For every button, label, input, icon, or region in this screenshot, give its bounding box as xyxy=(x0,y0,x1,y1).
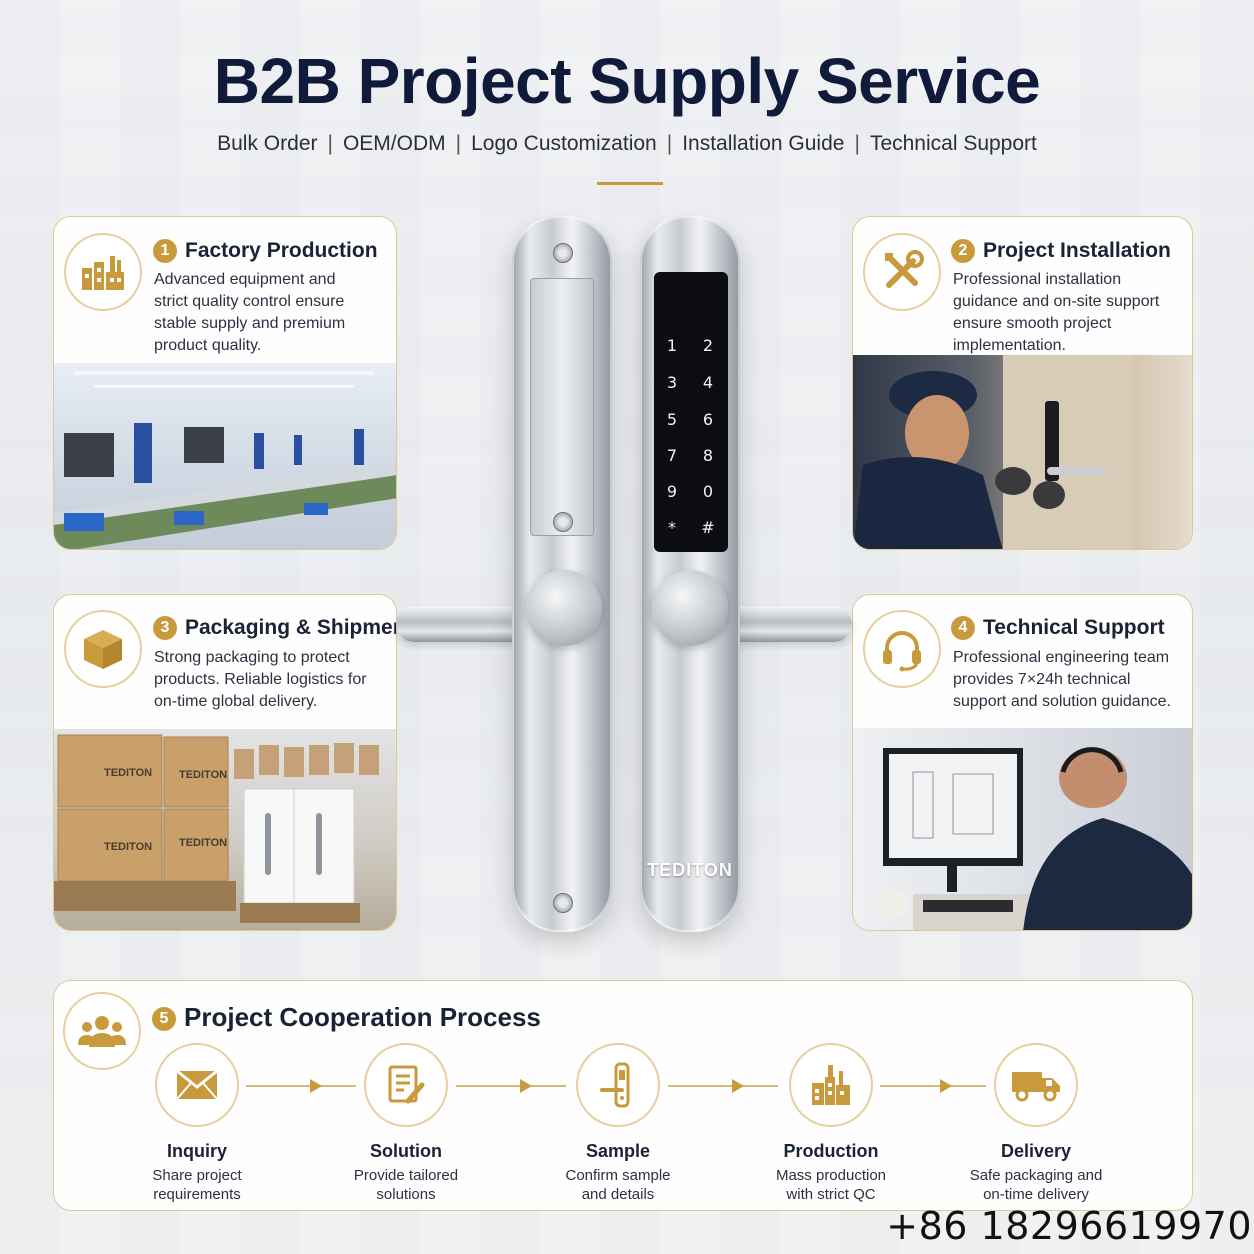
keypad-key: 6 xyxy=(702,410,714,429)
card-desc-installation: Professional installation guidance and o… xyxy=(953,271,1160,354)
service-oem-odm: OEM/ODM xyxy=(342,132,446,155)
card-desc-support: Professional engineering team provides 7… xyxy=(953,649,1171,710)
service-list: Bulk Order|OEM/ODM|Logo Customization|In… xyxy=(217,132,1037,155)
keypad-key: * xyxy=(668,518,676,537)
packaging-photo: TEDITON TEDITON TEDITON TEDITON xyxy=(54,729,396,930)
process-arrow xyxy=(456,1079,566,1093)
process-arrow xyxy=(668,1079,778,1093)
keypad-key: 1 xyxy=(666,336,678,355)
process-arrow xyxy=(246,1079,356,1093)
factory-icon xyxy=(64,233,142,311)
box-brand-label: TEDITON xyxy=(104,767,153,779)
screw-icon xyxy=(553,243,573,263)
screw-icon xyxy=(553,512,573,532)
service-installation-guide: Installation Guide xyxy=(682,132,845,155)
envelope-icon xyxy=(155,1043,239,1127)
keypad-key: 0 xyxy=(702,482,714,501)
box-brand-label: TEDITON xyxy=(104,841,153,853)
factory-icon xyxy=(789,1043,873,1127)
title-divider xyxy=(597,182,663,185)
process-step-production: Production Mass production with strict Q… xyxy=(746,1043,916,1204)
process-step-sample: Sample Confirm sample and details xyxy=(533,1043,703,1204)
package-box-icon xyxy=(64,610,142,688)
wrench-screwdriver-icon xyxy=(863,233,941,311)
service-bulk-order: Bulk Order xyxy=(217,132,318,155)
product-brand-logo: TEDITON xyxy=(647,860,733,880)
keypad-key: 9 xyxy=(666,482,678,501)
headset-icon xyxy=(863,610,941,688)
page-title: B2B Project Supply Service xyxy=(213,45,1041,117)
box-brand-label: TEDITON xyxy=(179,837,228,849)
support-photo xyxy=(853,728,1192,930)
keypad-key: 4 xyxy=(702,373,714,392)
keypad-key: 7 xyxy=(666,446,678,465)
step-desc: Mass production with strict QC xyxy=(775,1167,887,1203)
contact-phone: +86 18296619970 xyxy=(886,1204,1252,1248)
lock-cover-plate xyxy=(530,278,594,536)
card-desc-factory: Advanced equipment and strict quality co… xyxy=(154,271,346,354)
keypad-key: 3 xyxy=(666,373,678,392)
step-label: Production xyxy=(783,1141,879,1161)
step-desc: Safe packaging and on-time delivery xyxy=(969,1167,1103,1203)
step-label: Inquiry xyxy=(166,1141,227,1161)
process-step-solution: Solution Provide tailored solutions xyxy=(321,1043,491,1204)
lock-keypad: 1 2 3 4 5 6 7 8 9 0 * # xyxy=(654,272,728,552)
step-desc: Confirm sample and details xyxy=(565,1167,671,1203)
keypad-key: 8 xyxy=(702,446,714,465)
keypad-key: # xyxy=(701,518,715,537)
card-desc-packaging: Strong packaging to protect products. Re… xyxy=(154,649,367,710)
process-step-delivery: Delivery Safe packaging and on-time deli… xyxy=(951,1043,1121,1204)
door-lock-icon xyxy=(576,1043,660,1127)
truck-icon xyxy=(994,1043,1078,1127)
step-desc: Share project requirements xyxy=(152,1167,242,1203)
process-arrow xyxy=(880,1079,986,1093)
handle-rose-right xyxy=(652,570,728,646)
box-brand-label: TEDITON xyxy=(179,769,228,781)
installation-photo xyxy=(853,355,1192,549)
handle-rose-left xyxy=(526,570,602,646)
team-icon xyxy=(63,992,141,1070)
keypad-key: 2 xyxy=(702,336,714,355)
service-logo-customization: Logo Customization xyxy=(471,132,657,155)
document-edit-icon xyxy=(364,1043,448,1127)
step-label: Delivery xyxy=(1000,1141,1072,1161)
step-label: Solution xyxy=(370,1141,442,1161)
step-desc: Provide tailored solutions xyxy=(353,1167,459,1203)
process-step-inquiry: Inquiry Share project requirements xyxy=(112,1043,282,1204)
step-label: Sample xyxy=(585,1141,651,1161)
keypad-key: 5 xyxy=(666,410,678,429)
factory-photo xyxy=(54,363,396,549)
screw-icon xyxy=(553,893,573,913)
service-technical-support: Technical Support xyxy=(869,132,1037,155)
